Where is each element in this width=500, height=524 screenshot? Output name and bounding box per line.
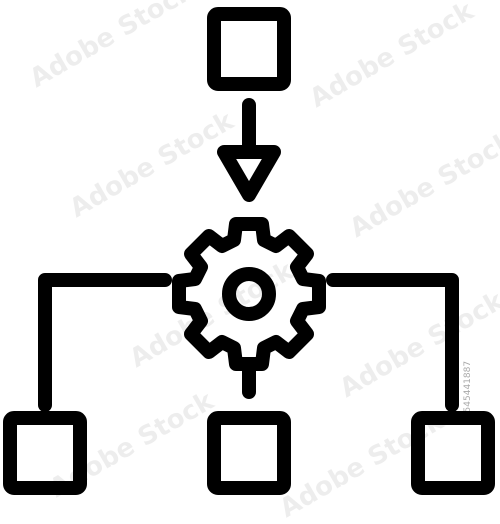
bottom-center-box-icon — [207, 411, 291, 495]
gear-icon — [172, 217, 326, 371]
right-connector — [326, 273, 459, 412]
bottom-left-box-icon — [3, 411, 87, 495]
arrow-head-icon — [217, 145, 281, 202]
left-connector — [38, 273, 172, 412]
bottom-right-box-icon — [411, 411, 495, 495]
workflow-process-icon — [3, 7, 495, 495]
top-box-icon — [207, 7, 291, 91]
stock-id: #545441887 — [462, 360, 473, 420]
